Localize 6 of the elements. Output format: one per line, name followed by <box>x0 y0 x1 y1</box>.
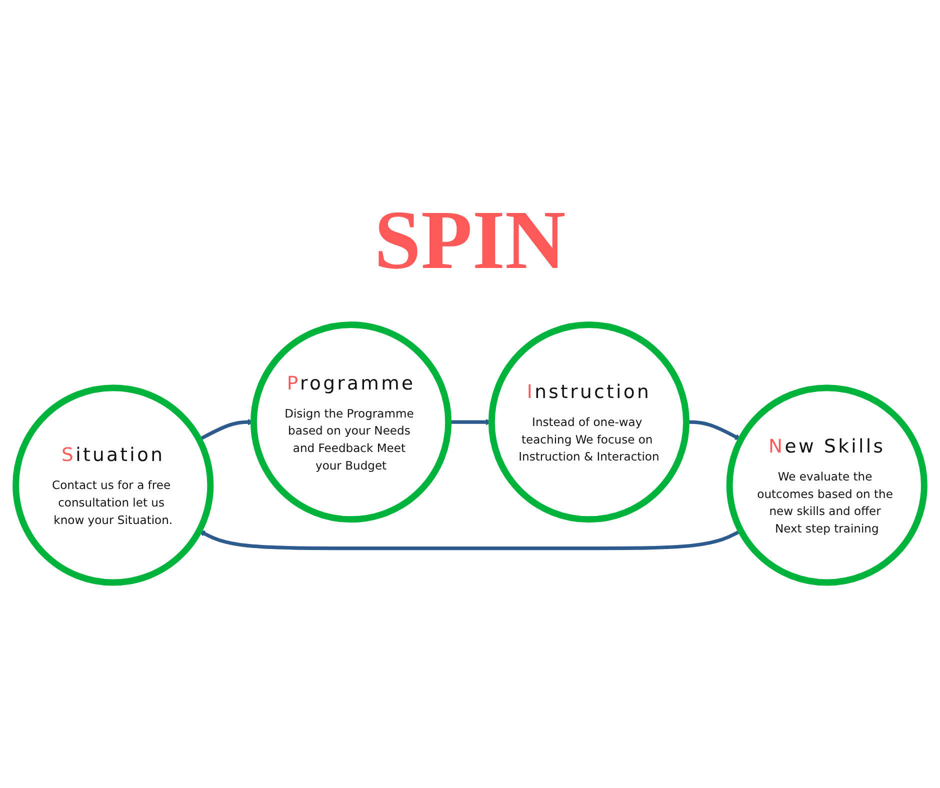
node-circle: Situation Contact us for a free consultation let us know your Situation. <box>12 384 214 586</box>
title: SPIN <box>374 199 566 284</box>
node-circle: Instruction Instead of one-way teaching We focuse on Instruction & Interaction <box>488 322 690 524</box>
arrow <box>198 530 742 550</box>
node-circle: Programme Disign the Programme based on your Needs and Feedback Meet your Budget <box>250 322 452 524</box>
node-circle: New Skills We evaluate the outcomes based on the new skills and offer Next step training <box>726 384 928 586</box>
